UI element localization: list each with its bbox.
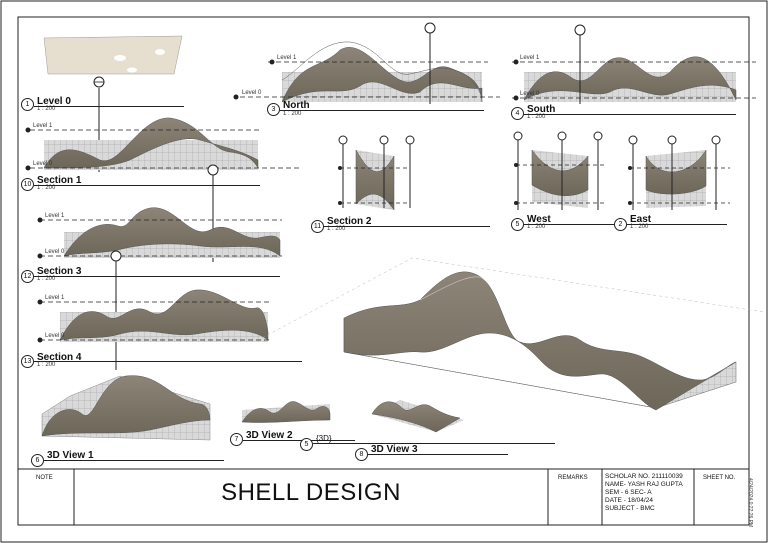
level-label: Level 1 xyxy=(277,55,297,61)
view-title: West xyxy=(527,214,551,225)
view-number: 11 xyxy=(311,220,324,233)
info-line: SUBJECT - BMC xyxy=(605,505,655,512)
student-info: SCHOLAR NO. 211110039 NAME- YASH RAJ GUP… xyxy=(605,473,683,513)
view-title: Level 0 xyxy=(37,96,71,107)
sheet-number-label: SHEET NO. xyxy=(703,475,736,481)
level-label: Level 1 xyxy=(33,123,53,129)
3d-view-2-drawing xyxy=(241,401,331,423)
view-scale: 1 : 200 xyxy=(37,106,56,112)
info-line: DATE - 18/04/24 xyxy=(605,497,653,504)
section1-drawing xyxy=(43,117,259,170)
view-scale: 1 : 200 xyxy=(37,185,56,191)
note-label: NOTE xyxy=(36,475,53,481)
level0-plan-view xyxy=(43,35,183,75)
view-number: 1 xyxy=(21,98,34,111)
view-title: Section 3 xyxy=(37,266,82,277)
view-scale: 1 : 200 xyxy=(37,276,56,282)
3d-view-3-drawing xyxy=(371,400,464,433)
title-underline xyxy=(324,226,490,227)
level-label: Level 0 xyxy=(33,161,53,167)
info-line: SCHOLAR NO. 211110039 xyxy=(605,473,683,480)
level-label: Level 1 xyxy=(520,55,540,61)
section2-drawing xyxy=(355,149,395,211)
level-label: Level 0 xyxy=(242,90,262,96)
south-elevation xyxy=(523,56,737,102)
view-title: 3D View 1 xyxy=(47,450,94,461)
sheet-title: SHELL DESIGN xyxy=(221,479,401,506)
view-number: 10 xyxy=(21,178,34,191)
info-line: NAME- YASH RAJ GUPTA xyxy=(605,481,683,488)
north-elevation xyxy=(281,41,483,103)
view-title: Section 1 xyxy=(37,175,82,186)
view-scale: 1 : 200 xyxy=(327,226,346,232)
level-markers xyxy=(25,59,632,343)
title-underline xyxy=(627,224,727,225)
view-number: 7 xyxy=(230,433,243,446)
level-label: Level 0 xyxy=(45,249,65,255)
level-label: Level 1 xyxy=(45,213,65,219)
title-underline xyxy=(34,106,184,107)
section4-drawing xyxy=(59,289,269,342)
title-underline xyxy=(524,114,736,115)
view-number: 5 xyxy=(511,218,524,231)
title-underline xyxy=(368,454,508,455)
view-title: South xyxy=(527,104,556,115)
east-elevation xyxy=(645,149,707,208)
view-title: 3D View 2 xyxy=(246,430,293,441)
remarks-label: REMARKS xyxy=(558,475,588,481)
view-scale: 1 : 200 xyxy=(527,114,546,120)
3d-view-1-drawing xyxy=(41,375,211,441)
view-title: Section 2 xyxy=(327,216,372,227)
title-underline xyxy=(524,224,614,225)
view-number: 2 xyxy=(614,218,627,231)
section3-drawing xyxy=(63,207,281,258)
view-title: Section 4 xyxy=(37,352,82,363)
view-title: 3D View 3 xyxy=(371,444,418,455)
title-underline xyxy=(243,440,355,441)
title-underline xyxy=(313,443,555,444)
view-number: 13 xyxy=(21,355,34,368)
print-timestamp: 4/24/2024 0:22:26 PM xyxy=(747,478,753,528)
west-elevation xyxy=(531,149,589,208)
info-line: SEM - 6 SEC- A xyxy=(605,489,652,496)
view-number: 12 xyxy=(21,270,34,283)
view-scale: 1 : 200 xyxy=(37,362,56,368)
view-number: 3 xyxy=(267,103,280,116)
view-number: 6 xyxy=(31,454,44,467)
view-scale: 1 : 200 xyxy=(527,224,546,230)
title-underline xyxy=(34,276,280,277)
view-number: 4 xyxy=(511,107,524,120)
title-underline xyxy=(280,110,484,111)
view-scale: 1 : 200 xyxy=(630,224,649,230)
level-label: Level 0 xyxy=(520,91,540,97)
title-underline xyxy=(34,185,260,186)
level-label: Level 1 xyxy=(45,295,65,301)
view-title: East xyxy=(630,214,652,225)
main-3d-view xyxy=(261,257,765,411)
view-number: 8 xyxy=(355,448,368,461)
view-title: North xyxy=(283,100,310,111)
title-underline xyxy=(44,460,224,461)
inner-border xyxy=(17,16,750,526)
title-underline xyxy=(34,361,302,362)
level-label: Level 0 xyxy=(45,333,65,339)
view-title: {3D} xyxy=(316,434,332,443)
view-number: 5 xyxy=(300,438,313,451)
title-block-grid xyxy=(18,468,749,525)
view-scale: 1 : 200 xyxy=(283,111,302,117)
